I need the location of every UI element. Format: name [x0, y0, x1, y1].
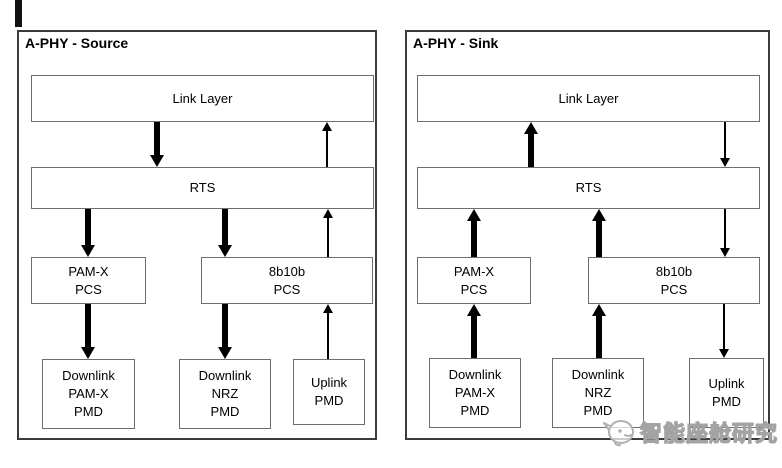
watermark: 智能座舱研究 — [600, 416, 778, 448]
sink-box-downlink-pamx-pmd: Downlink PAM-X PMD — [429, 358, 521, 428]
arrow-thick-up-pmd-to-8b10b-pcs — [592, 304, 606, 358]
source-box-rts: RTS — [31, 167, 374, 209]
sink-box-downlink-nrz-pmd: Downlink NRZ PMD — [552, 358, 644, 428]
panel-aphy-source: A-PHY - Source Link Layer RTS PAM-X PCS … — [17, 30, 377, 440]
mascot-chick-icon — [603, 420, 634, 447]
arrow-thick-up-8b10b-pcs-to-rts — [592, 209, 606, 257]
source-box-uplink-pmd: Uplink PMD — [293, 359, 365, 425]
arrow-thick-down-pamx-pcs-to-pmd — [81, 304, 95, 359]
source-box-8b10b-pcs: 8b10b PCS — [201, 257, 373, 304]
watermark-text: 智能座舱研究 — [639, 420, 779, 446]
sink-box-8b10b-pcs: 8b10b PCS — [588, 257, 760, 304]
source-box-link-layer: Link Layer — [31, 75, 374, 122]
arrow-thick-down-linklayer-to-rts — [150, 122, 164, 167]
arrow-thick-up-pamx-pcs-to-rts — [467, 209, 481, 257]
sink-box-rts: RTS — [417, 167, 760, 209]
source-box-pamx-pcs: PAM-X PCS — [31, 257, 146, 304]
arrow-thin-down-linklayer-to-rts — [720, 122, 730, 167]
edge-artifact-mark — [15, 0, 22, 27]
source-box-downlink-nrz-pmd: Downlink NRZ PMD — [179, 359, 271, 429]
panel-source-title: A-PHY - Source — [25, 35, 129, 51]
arrow-thin-up-uplink-pmd-to-8b10b-pcs — [323, 304, 333, 359]
sink-box-link-layer: Link Layer — [417, 75, 760, 122]
arrow-thick-up-pmd-to-pamx-pcs — [467, 304, 481, 358]
panel-sink-title: A-PHY - Sink — [413, 35, 499, 51]
sink-box-pamx-pcs: PAM-X PCS — [417, 257, 531, 304]
arrow-thin-down-rts-to-8b10b-pcs — [720, 209, 730, 257]
arrow-thin-down-8b10b-pcs-to-uplink-pmd — [719, 304, 729, 358]
arrow-thick-down-rts-to-8b10b-pcs — [218, 209, 232, 257]
arrow-thick-up-rts-to-linklayer — [524, 122, 538, 167]
arrow-thin-up-8b10b-pcs-to-rts — [323, 209, 333, 257]
arrow-thick-down-8b10b-pcs-to-pmd — [218, 304, 232, 359]
panel-aphy-sink: A-PHY - Sink Link Layer RTS PAM-X PCS 8b… — [405, 30, 770, 440]
arrow-thick-down-rts-to-pamx-pcs — [81, 209, 95, 257]
source-box-downlink-pamx-pmd: Downlink PAM-X PMD — [42, 359, 135, 429]
sink-box-uplink-pmd: Uplink PMD — [689, 358, 764, 428]
arrow-thin-up-rts-to-linklayer — [322, 122, 332, 167]
